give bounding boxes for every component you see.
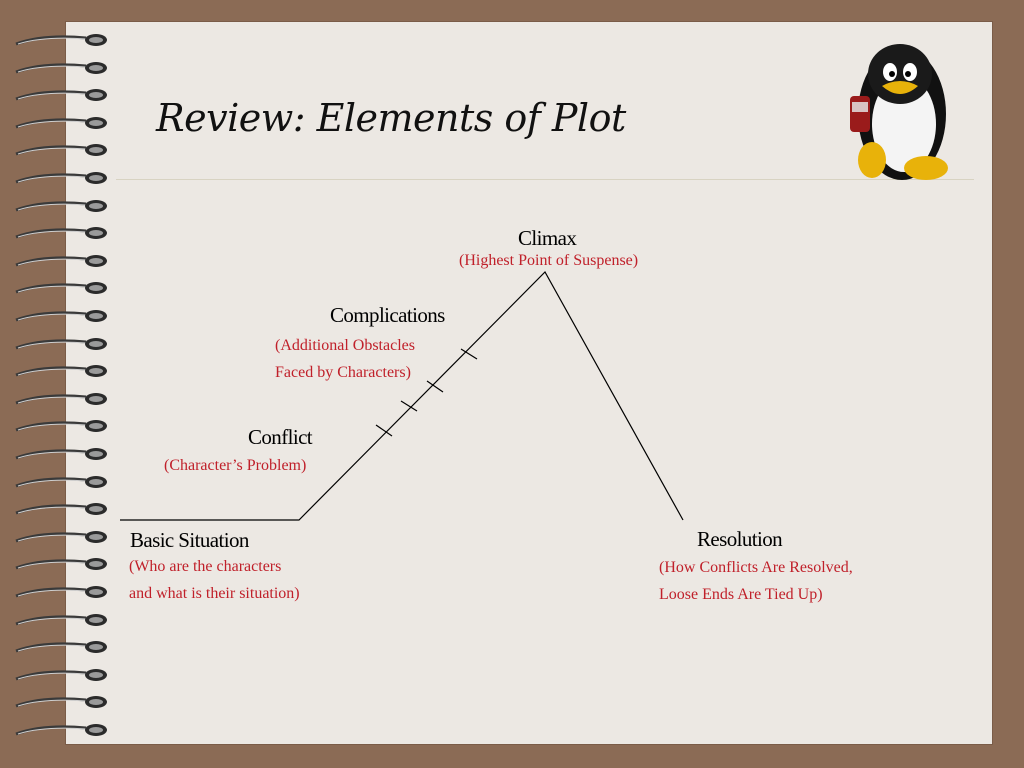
spiral-ring-icon [15, 89, 107, 102]
spiral-ring-icon [15, 310, 107, 322]
spiral-ring-icon [15, 724, 107, 736]
spiral-ring-icon [15, 696, 107, 709]
spiral-ring-icon [15, 337, 107, 350]
spiral-ring-icon [15, 448, 107, 460]
penguin-mascot-icon [850, 44, 948, 180]
plot-line [120, 271, 684, 521]
notebook-binding [0, 0, 66, 768]
spiral-ring-icon [15, 199, 107, 212]
basic-situation-label: Basic Situation [130, 528, 249, 552]
tick-mark [400, 400, 418, 412]
conflict-note: (Character’s Problem) [164, 457, 307, 474]
basic-situation-note-line1: (Who are the characters [129, 558, 282, 575]
spiral-ring-icon [15, 613, 107, 626]
resolution-label: Resolution [697, 527, 783, 551]
spiral-ring-icon [15, 530, 107, 543]
basic-situation-note-line2: and what is their situation) [129, 585, 300, 602]
spiral-ring-icon [15, 365, 107, 378]
spiral-ring-icon [15, 172, 107, 184]
resolution-note-line1: (How Conflicts Are Resolved, [659, 559, 853, 576]
spiral-ring-icon [15, 475, 107, 488]
tick-mark [426, 380, 444, 393]
spiral-ring-icon [15, 586, 107, 598]
climax-note: (Highest Point of Suspense) [459, 252, 639, 269]
tick-mark [460, 348, 478, 360]
climax-label: Climax [518, 226, 577, 250]
spiral-ring-icon [15, 227, 107, 240]
spiral-ring-icon [15, 144, 107, 157]
tick-mark [375, 424, 393, 437]
slide-page [66, 22, 992, 744]
spiral-ring-icon [15, 420, 107, 433]
spiral-ring-icon [15, 668, 107, 681]
title-divider [116, 179, 974, 180]
spiral-ring-icon [15, 116, 107, 129]
complications-note-line1: (Additional Obstacles [275, 337, 415, 354]
spiral-ring-icon [15, 503, 107, 516]
spiral-ring-icon [15, 254, 107, 267]
conflict-label: Conflict [248, 425, 313, 449]
spiral-ring-icon [15, 61, 107, 74]
complications-label: Complications [330, 303, 445, 327]
spiral-ring-icon [15, 558, 107, 571]
spiral-ring-icon [15, 392, 107, 405]
slide-title: Review: Elements of Plot [156, 96, 626, 140]
spiral-ring-icon [15, 641, 107, 654]
spiral-ring-icon [15, 282, 107, 295]
resolution-note-line2: Loose Ends Are Tied Up) [659, 586, 823, 603]
complications-note-line2: Faced by Characters) [275, 364, 411, 381]
spiral-ring-icon [15, 34, 107, 46]
